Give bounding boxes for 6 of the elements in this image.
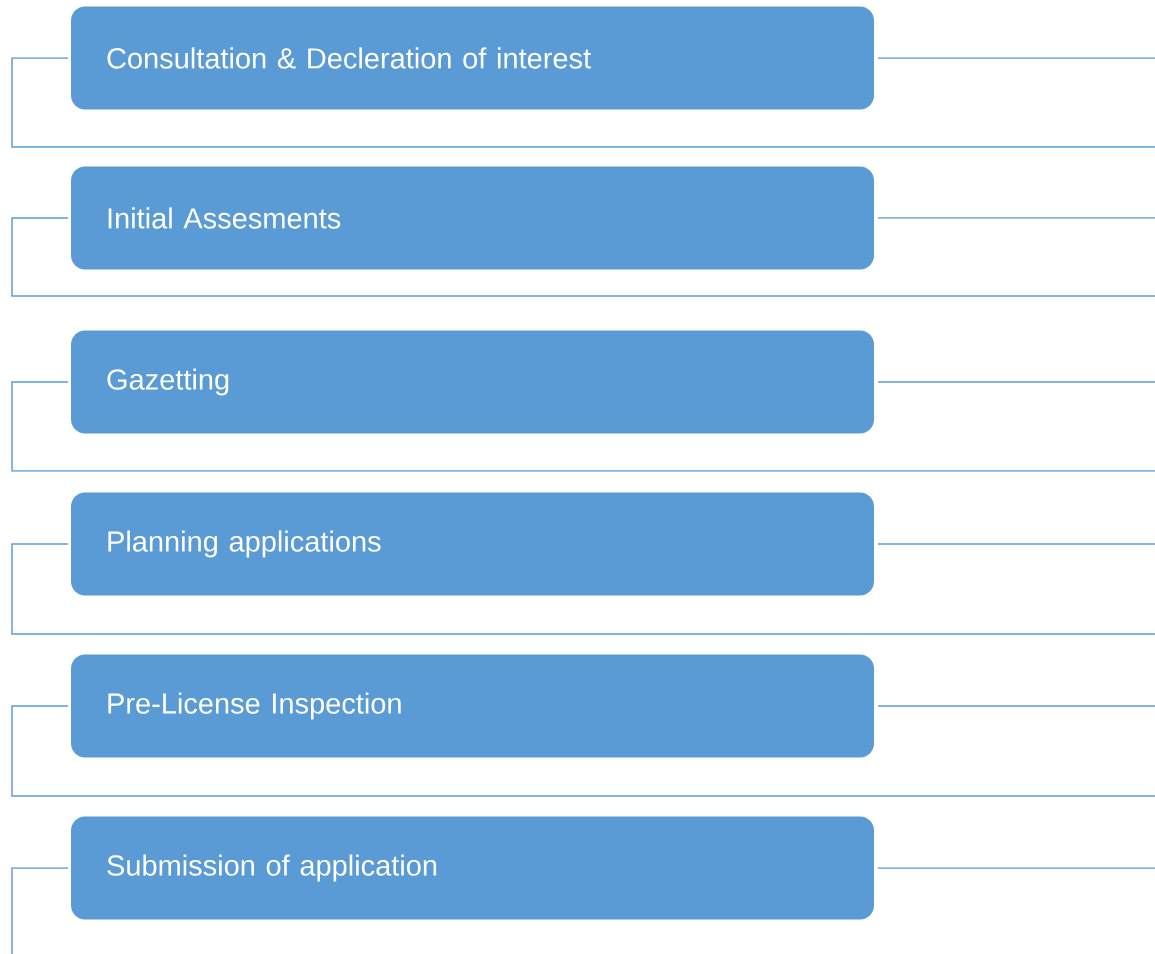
process-box: Pre-License Inspection xyxy=(71,654,874,758)
process-box: Submission of application xyxy=(71,816,874,920)
process-box: Consultation & Decleration of interest xyxy=(71,6,874,110)
process-box: Gazetting xyxy=(71,330,874,434)
process-box: Initial Assesments xyxy=(71,166,874,270)
process-box: Planning applications xyxy=(71,492,874,596)
